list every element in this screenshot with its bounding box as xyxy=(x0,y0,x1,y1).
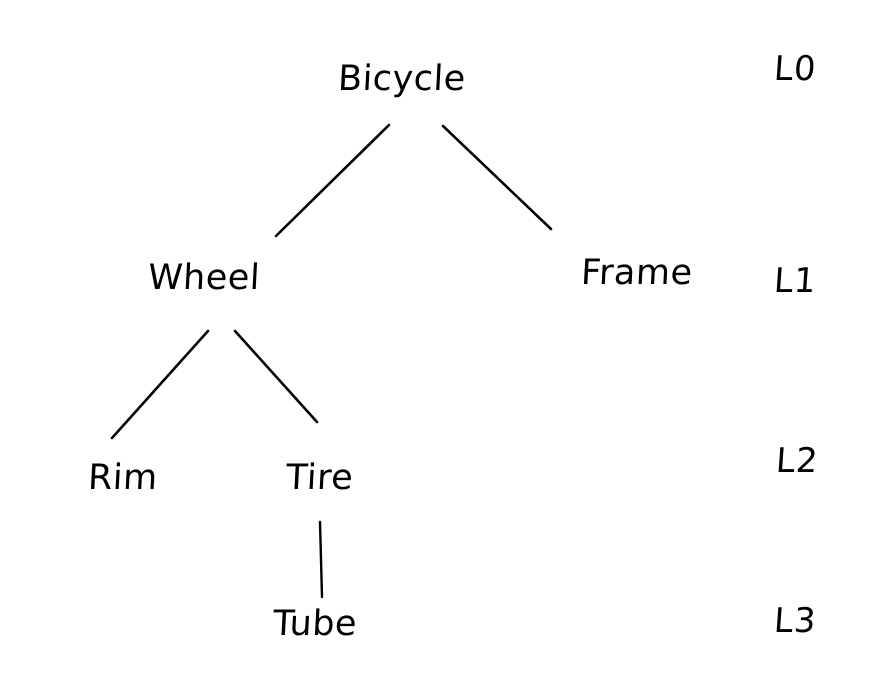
node-frame[interactable]: Frame xyxy=(579,253,694,293)
node-tube[interactable]: Tube xyxy=(271,604,359,644)
node-bicycle[interactable]: Bicycle xyxy=(336,59,467,99)
edge-bicycle-wheel xyxy=(274,123,391,238)
edge-wheel-tire xyxy=(233,329,319,424)
node-wheel[interactable]: Wheel xyxy=(146,258,262,298)
edge-tire-tube xyxy=(318,520,324,599)
edge-bicycle-frame xyxy=(441,124,553,231)
level-label-l2: L2 xyxy=(774,441,820,481)
level-label-l1: L1 xyxy=(772,261,818,301)
level-label-l0: L0 xyxy=(772,49,818,89)
edge-wheel-rim xyxy=(110,329,210,440)
node-rim[interactable]: Rim xyxy=(86,458,159,498)
node-tire[interactable]: Tire xyxy=(284,458,355,498)
level-label-l3: L3 xyxy=(772,601,818,641)
